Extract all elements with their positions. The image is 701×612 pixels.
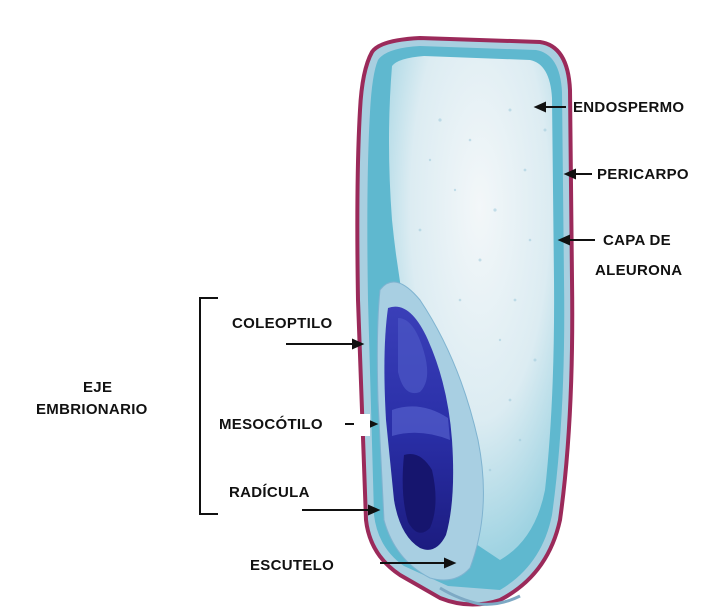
label-radicula: RADÍCULA [229,484,310,501]
label-embrionario: EMBRIONARIO [36,401,148,418]
label-coleoptilo: COLEOPTILO [232,315,333,332]
label-pericarpo: PERICARPO [597,166,689,183]
label-escutelo: ESCUTELO [250,557,334,574]
label-capa-de: CAPA DE [603,232,671,249]
mesocotilo-label-bg [354,414,370,436]
embryonic-axis-bracket [200,298,218,514]
label-endospermo: ENDOSPERMO [573,99,684,116]
label-aleurona: ALEURONA [595,262,682,279]
label-eje: EJE [83,379,112,396]
label-mesocotilo: MESOCÓTILO [219,415,323,433]
